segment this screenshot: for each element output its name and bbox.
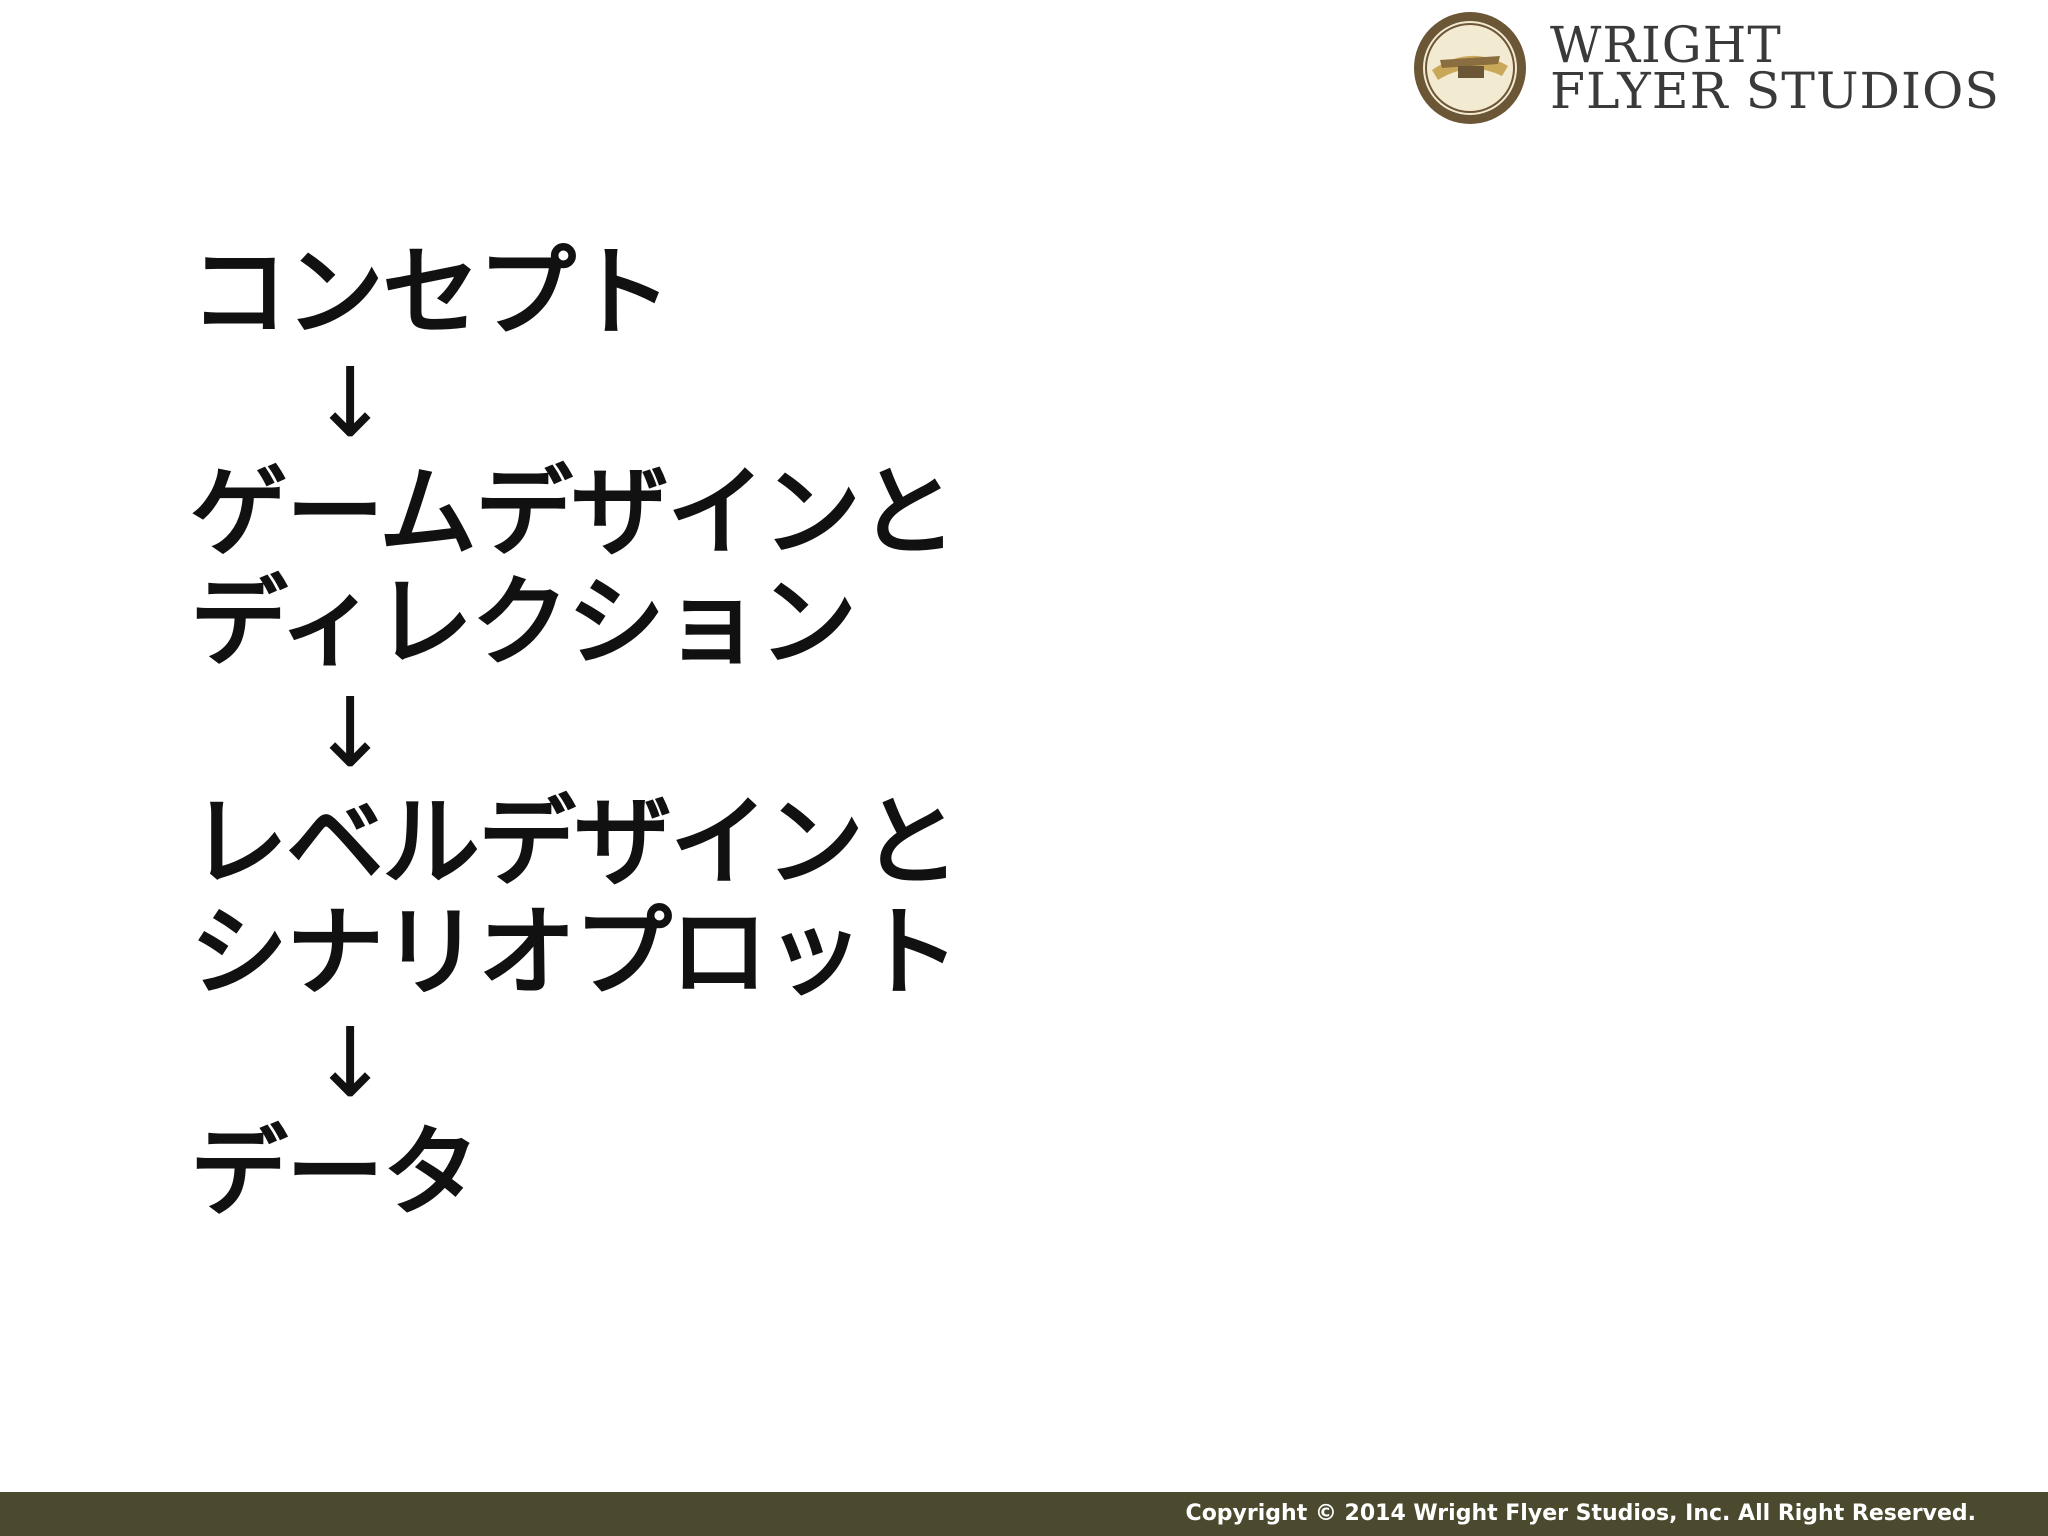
copyright-notice: Copyright © 2014 Wright Flyer Studios, I…: [1185, 1501, 1976, 1526]
step-level-design-line-2: シナリオプロット: [190, 896, 960, 1010]
step-game-design-line-2: ディレクション: [190, 566, 857, 680]
down-arrow-icon: ↓: [310, 347, 391, 459]
logo-line-1: WRIGHT: [1550, 16, 1782, 74]
logo-line-2: FLYER STUDIOS: [1550, 62, 2000, 120]
logo-wordmark: WRIGHT FLYER STUDIOS: [1550, 16, 2000, 120]
down-arrow-icon: ↓: [310, 1007, 391, 1119]
step-concept: コンセプト: [190, 236, 672, 350]
step-data: データ: [190, 1116, 480, 1230]
process-flow: コンセプト ↓ ゲームデザインと ディレクション ↓ レベルデザインと シナリオ…: [190, 238, 1490, 1228]
down-arrow-icon: ↓: [310, 677, 391, 789]
logo-seal-icon: [1414, 12, 1526, 124]
company-logo: WRIGHT FLYER STUDIOS: [1410, 8, 2010, 128]
step-level-design-line-1: レベルデザインと: [190, 786, 960, 900]
footer-bar: Copyright © 2014 Wright Flyer Studios, I…: [0, 1492, 2048, 1536]
step-game-design-line-1: ゲームデザインと: [190, 456, 957, 570]
